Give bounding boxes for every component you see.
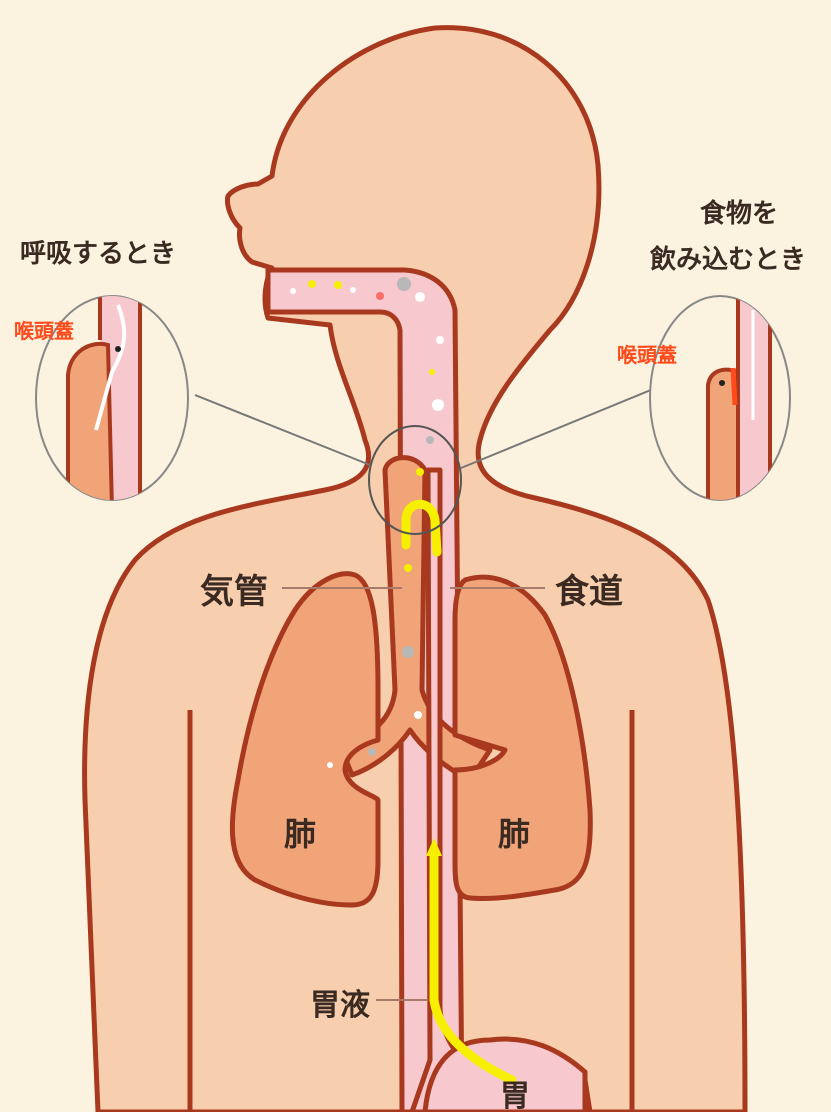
label-gastric-juice: 胃液 — [310, 988, 370, 1023]
breathing-inset — [36, 280, 188, 510]
label-swallowing-line1: 食物を — [700, 198, 778, 229]
label-swallowing-line2: 飲み込むとき — [649, 244, 806, 275]
label-stomach: 胃 — [500, 1079, 530, 1112]
swallowing-inset — [650, 290, 790, 510]
label-epiglottis-left: 喉頭蓋 — [14, 319, 74, 343]
label-lung-left: 肺 — [284, 815, 316, 853]
label-esophagus: 食道 — [555, 572, 623, 612]
label-epiglottis-right: 喉頭蓋 — [617, 343, 677, 367]
label-lung-right: 肺 — [498, 815, 530, 853]
left-inset-connector — [195, 395, 370, 465]
label-trachea: 気管 — [200, 572, 268, 612]
label-breathing: 呼吸するとき — [20, 239, 176, 269]
